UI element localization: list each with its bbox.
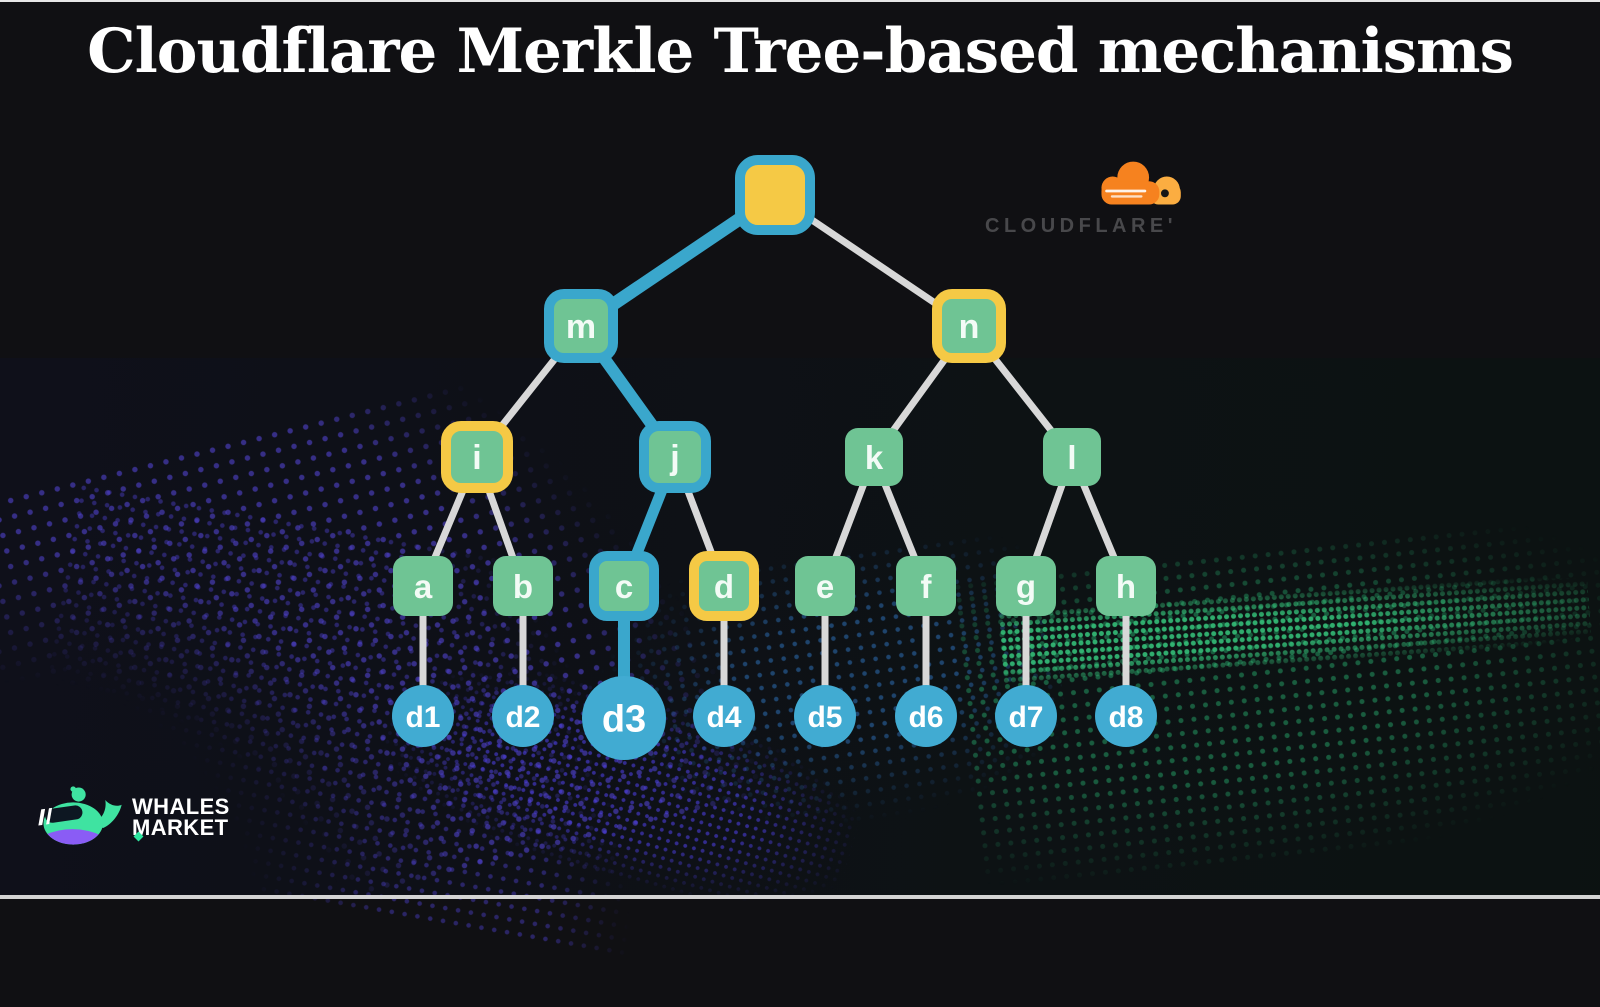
- node-shape-c: [589, 551, 659, 621]
- node-shape-l: [1043, 428, 1101, 486]
- node-d: d: [689, 551, 759, 621]
- node-shape-f: [896, 556, 956, 616]
- node-label-d7: d7: [1008, 701, 1043, 734]
- node-d1: d1: [392, 685, 454, 747]
- node-label-d1: d1: [405, 701, 440, 734]
- node-shape-d4: [693, 685, 755, 747]
- node-i: i: [441, 421, 513, 493]
- node-shape-d8: [1095, 685, 1157, 747]
- node-d3: d3: [582, 676, 666, 760]
- node-d8: d8: [1095, 685, 1157, 747]
- node-d7: d7: [995, 685, 1057, 747]
- node-label-d8: d8: [1108, 701, 1143, 734]
- node-shape-k: [845, 428, 903, 486]
- whales-market-wordmark: WHALES MARKET: [132, 794, 230, 840]
- node-b: b: [493, 556, 553, 616]
- whales-market-line2: MARKET: [132, 815, 229, 840]
- node-shape-d5: [794, 685, 856, 747]
- node-n: n: [932, 289, 1006, 363]
- node-label-f: f: [921, 568, 933, 605]
- node-d5: d5: [794, 685, 856, 747]
- node-shape-d3: [582, 676, 666, 760]
- node-shape-root: [735, 155, 815, 235]
- node-shape-n: [932, 289, 1006, 363]
- node-label-d4: d4: [706, 701, 741, 734]
- node-e: e: [795, 556, 855, 616]
- node-label-d2: d2: [505, 701, 540, 734]
- node-d2: d2: [492, 685, 554, 747]
- node-label-h: h: [1116, 568, 1136, 605]
- node-j: j: [639, 421, 711, 493]
- node-shape-e: [795, 556, 855, 616]
- node-h: h: [1096, 556, 1156, 616]
- cloudflare-wordmark: CLOUDFLARE': [985, 215, 1178, 237]
- node-label-d6: d6: [908, 701, 943, 734]
- node-label-a: a: [414, 568, 433, 605]
- cloudflare-cloud-icon: [1101, 161, 1181, 205]
- node-shape-g: [996, 556, 1056, 616]
- whale-icon: [38, 786, 122, 845]
- node-m: m: [544, 289, 618, 363]
- node-a: a: [393, 556, 453, 616]
- node-g: g: [996, 556, 1056, 616]
- node-label-g: g: [1016, 568, 1036, 605]
- node-label-d: d: [714, 568, 734, 605]
- node-shape-d7: [995, 685, 1057, 747]
- node-shape-d2: [492, 685, 554, 747]
- node-d4: d4: [693, 685, 755, 747]
- whales-market-line1: WHALES: [132, 794, 230, 820]
- node-shape-d6: [895, 685, 957, 747]
- node-k: k: [845, 428, 903, 486]
- node-label-c: c: [615, 568, 633, 605]
- node-shape-d: [689, 551, 759, 621]
- node-label-k: k: [865, 439, 884, 476]
- node-label-e: e: [816, 568, 834, 605]
- page-title: Cloudflare Merkle Tree-based mechanisms: [87, 16, 1514, 87]
- node-label-l: l: [1067, 439, 1076, 476]
- whales-market-logo: WHALES MARKET: [38, 780, 230, 856]
- node-shape-h: [1096, 556, 1156, 616]
- node-label-d5: d5: [807, 701, 842, 734]
- node-shape-b: [493, 556, 553, 616]
- node-d6: d6: [895, 685, 957, 747]
- node-c: c: [589, 551, 659, 621]
- cloudflare-logo: CLOUDFLARE': [985, 156, 1190, 238]
- node-label-i: i: [472, 439, 481, 477]
- node-f: f: [896, 556, 956, 616]
- node-shape-j: [639, 421, 711, 493]
- node-label-j: j: [669, 439, 679, 477]
- bottom-edge-strip: [0, 895, 1600, 899]
- node-shape-i: [441, 421, 513, 493]
- node-root: [735, 155, 815, 235]
- top-edge-strip: [0, 0, 1600, 2]
- node-label-n: n: [959, 308, 980, 346]
- node-label-b: b: [513, 568, 533, 605]
- node-shape-m: [544, 289, 618, 363]
- node-shape-a: [393, 556, 453, 616]
- node-label-m: m: [566, 308, 596, 346]
- node-l: l: [1043, 428, 1101, 486]
- merkle-tree-diagram: m n i j k l a b c d e f g h d1 d2 d3 d4 d5 d6 d7 d8: [392, 155, 1157, 760]
- node-shape-d1: [392, 685, 454, 747]
- node-label-d3: d3: [602, 699, 646, 741]
